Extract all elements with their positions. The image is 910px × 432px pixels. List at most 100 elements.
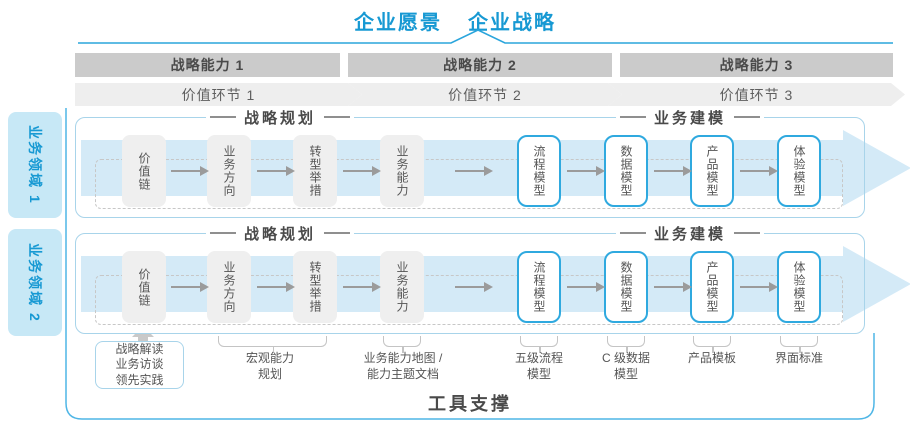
box-label: 价值链 <box>137 151 151 191</box>
box-process-model: 流程模型 <box>517 251 561 323</box>
box-business-capability: 业务能力 <box>380 135 424 207</box>
tool-support-title: 工具支撑 <box>428 394 512 414</box>
box-transformation-initiatives: 转型举措 <box>293 251 337 323</box>
box-label: 业务方向 <box>222 145 236 197</box>
value-link-chevron-1: 价值环节 1 <box>75 83 362 106</box>
planning-section-title: 战略规划 <box>205 106 355 128</box>
box-business-direction: 业务方向 <box>207 251 251 323</box>
modeling-title-text: 业务建模 <box>653 109 727 127</box>
title-dash <box>209 116 236 118</box>
modeling-title-text: 业务建模 <box>653 225 727 243</box>
note-macro-capability: 宏观能力 规划 <box>245 351 295 381</box>
flow-arrow-icon <box>171 282 209 292</box>
title-dash <box>619 116 646 118</box>
box-label: 体验模型 <box>792 261 806 313</box>
flow-arrow-icon <box>343 282 381 292</box>
capability-bar-2-label: 战略能力 2 <box>443 57 517 73</box>
capability-bar-2: 战略能力 2 <box>348 53 612 77</box>
vision-title: 企业愿景 <box>354 12 442 34</box>
box-value-chain: 价值链 <box>122 135 166 207</box>
box-transformation-initiatives: 转型举措 <box>293 135 337 207</box>
dashed-track <box>95 159 843 209</box>
box-label: 产品模型 <box>705 261 719 313</box>
title-dash <box>734 232 761 234</box>
box-label: 流程模型 <box>532 261 546 313</box>
domain-panel-1: 战略规划 业务建模 价值链 业务方向 转型举措 业务能力 流程模型 数据模型 产… <box>75 106 910 218</box>
planning-section-title: 战略规划 <box>205 222 355 244</box>
flow-arrow-icon <box>455 166 493 176</box>
box-data-model: 数据模型 <box>604 251 648 323</box>
box-business-capability: 业务能力 <box>380 251 424 323</box>
flow-arrow-icon <box>740 166 778 176</box>
domain-panel-2: 战略规划 业务建模 价值链 业务方向 转型举措 业务能力 流程模型 数据模型 产… <box>75 222 910 334</box>
box-label: 转型举措 <box>308 261 322 313</box>
practice-note-box: 战略解读 业务访谈 领先实践 <box>95 341 184 389</box>
flow-arrow-icon <box>257 166 295 176</box>
domain-1-text: 业务领域 1 <box>27 125 43 205</box>
note-product-template: 产品模板 <box>687 351 737 365</box>
box-label: 业务能力 <box>395 261 409 313</box>
flow-arrow-icon <box>343 166 381 176</box>
note-data-model: C 级数据 模型 <box>601 351 651 381</box>
flow-arrow-icon <box>654 282 692 292</box>
domain-label-1: 业务领域 1 <box>8 112 62 218</box>
box-label: 体验模型 <box>792 145 806 197</box>
up-arrow-shaft <box>138 336 148 342</box>
box-label: 数据模型 <box>619 145 633 197</box>
box-label: 产品模型 <box>705 145 719 197</box>
flow-arrow-icon <box>455 282 493 292</box>
domain-2-text: 业务领域 2 <box>27 242 43 323</box>
capability-bar-1: 战略能力 1 <box>75 53 340 77</box>
flow-arrow-icon <box>654 166 692 176</box>
value-link-1-label: 价值环节 1 <box>181 86 256 103</box>
capability-bar-3: 战略能力 3 <box>620 53 893 77</box>
box-label: 流程模型 <box>532 145 546 197</box>
bracket <box>218 336 327 353</box>
value-link-chevron-2: 价值环节 2 <box>348 83 622 106</box>
box-experience-model: 体验模型 <box>777 251 821 323</box>
modeling-section-title: 业务建模 <box>615 222 765 244</box>
modeling-section-title: 业务建模 <box>615 106 765 128</box>
bracket <box>693 336 731 353</box>
box-label: 业务方向 <box>222 261 236 313</box>
value-link-3-label: 价值环节 3 <box>719 86 794 103</box>
title-dash <box>209 232 236 234</box>
bracket <box>383 336 421 353</box>
box-label: 转型举措 <box>308 145 322 197</box>
dashed-track <box>95 275 843 325</box>
bracket <box>520 336 558 353</box>
note-process-model: 五级流程 模型 <box>514 351 564 381</box>
box-business-direction: 业务方向 <box>207 135 251 207</box>
value-link-chevron-3: 价值环节 3 <box>608 83 905 106</box>
planning-title-text: 战略规划 <box>243 225 317 243</box>
value-link-2-label: 价值环节 2 <box>448 86 522 103</box>
flow-arrow-icon <box>740 282 778 292</box>
box-label: 数据模型 <box>619 261 633 313</box>
flow-arrow-icon <box>171 166 209 176</box>
note-capability-map: 业务能力地图 / 能力主题文档 <box>363 351 443 381</box>
bracket <box>607 336 645 353</box>
flow-arrow-icon <box>567 282 605 292</box>
box-value-chain: 价值链 <box>122 251 166 323</box>
header-titles: 企业愿景 企业战略 <box>0 6 910 35</box>
bracket <box>780 336 818 353</box>
title-dash <box>324 116 351 118</box>
domain-label-2: 业务领域 2 <box>8 229 62 336</box>
header-divider-line <box>78 29 893 44</box>
flow-arrow-icon <box>567 166 605 176</box>
planning-title-text: 战略规划 <box>243 109 317 127</box>
box-label: 业务能力 <box>395 145 409 197</box>
capability-bar-1-label: 战略能力 1 <box>170 57 245 73</box>
box-process-model: 流程模型 <box>517 135 561 207</box>
box-data-model: 数据模型 <box>604 135 648 207</box>
box-experience-model: 体验模型 <box>777 135 821 207</box>
box-label: 价值链 <box>137 267 151 307</box>
box-product-model: 产品模型 <box>690 135 734 207</box>
capability-bar-3-label: 战略能力 3 <box>719 57 794 73</box>
title-dash <box>734 116 761 118</box>
note-interface-standard: 界面标准 <box>774 351 824 365</box>
flow-arrow-icon <box>257 282 295 292</box>
title-dash <box>619 232 646 234</box>
